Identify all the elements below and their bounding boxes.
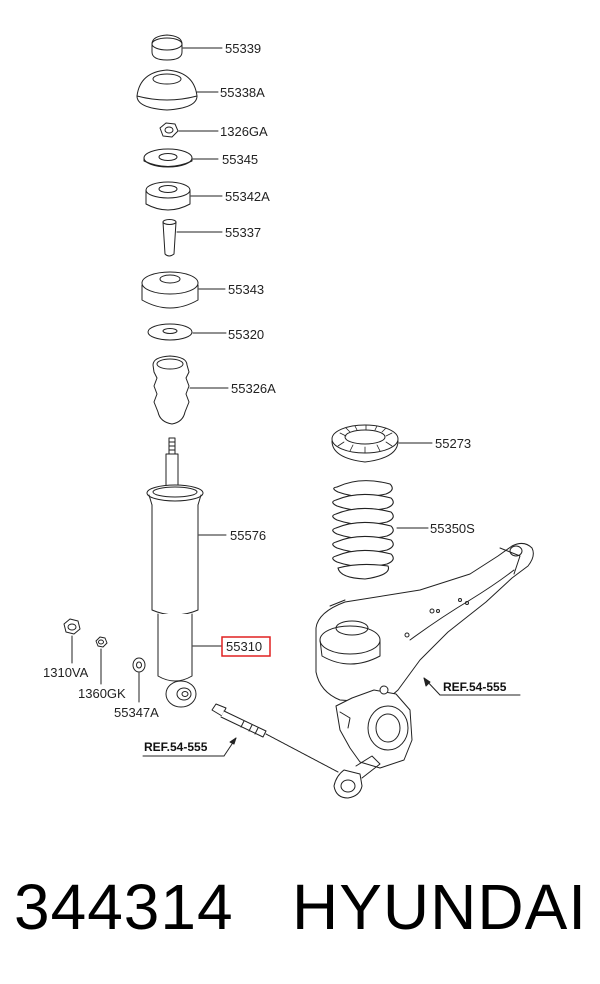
footer-brand: HYUNDAI bbox=[292, 871, 588, 943]
part-label: 55342A bbox=[225, 189, 270, 204]
part-55345-washer bbox=[143, 148, 219, 168]
part-label: 1326GA bbox=[220, 124, 268, 139]
ref-leaders bbox=[142, 677, 521, 757]
knuckle bbox=[333, 685, 413, 799]
ref-label: REF.54-555 bbox=[144, 740, 208, 754]
part-label: 55337 bbox=[225, 225, 261, 240]
part-55343-bushing bbox=[141, 271, 226, 309]
ref-label: REF.54-555 bbox=[443, 680, 507, 694]
part-label: 55273 bbox=[435, 436, 471, 451]
parts-diagram: 55339 55338A 1326GA 55345 55342A 55337 5… bbox=[43, 34, 534, 799]
part-1326GA-nut bbox=[159, 122, 219, 138]
shock-lower-eye bbox=[165, 680, 197, 708]
footer-part-code: 344314 bbox=[14, 871, 234, 943]
part-label-highlighted[interactable]: 55310 bbox=[226, 639, 262, 654]
part-label: 55326A bbox=[231, 381, 276, 396]
part-55338A-dome bbox=[136, 69, 219, 111]
part-label: 1360GK bbox=[78, 686, 126, 701]
part-55320-washer bbox=[147, 323, 227, 341]
part-label: 55343 bbox=[228, 282, 264, 297]
part-55310-shock-absorber bbox=[157, 613, 223, 682]
part-55339-cap bbox=[151, 34, 223, 61]
part-55273-spring-seat bbox=[331, 424, 433, 463]
shock-rod bbox=[165, 437, 179, 493]
part-label: 55576 bbox=[230, 528, 266, 543]
mounting-bolt bbox=[211, 703, 339, 773]
highlight-box bbox=[221, 636, 271, 657]
part-55347A-washer bbox=[132, 657, 146, 703]
part-label: 55345 bbox=[222, 152, 258, 167]
part-1310VA-nut bbox=[63, 618, 81, 664]
part-label: 1310VA bbox=[43, 665, 89, 680]
part-label: 55320 bbox=[228, 327, 264, 342]
part-label: 55347A bbox=[114, 705, 159, 720]
part-55342A-bushing bbox=[145, 181, 223, 211]
part-label: 55338A bbox=[220, 85, 265, 100]
part-label: 55339 bbox=[225, 41, 261, 56]
part-1360GK-nut bbox=[95, 636, 108, 685]
lower-control-arm bbox=[315, 542, 534, 703]
part-label: 55350S bbox=[430, 521, 475, 536]
part-55337-spacer bbox=[162, 219, 223, 257]
part-55350S-coil-spring bbox=[332, 480, 429, 580]
part-55326A-bump-stopper bbox=[152, 355, 229, 425]
part-55576-dust-cover bbox=[146, 484, 227, 616]
